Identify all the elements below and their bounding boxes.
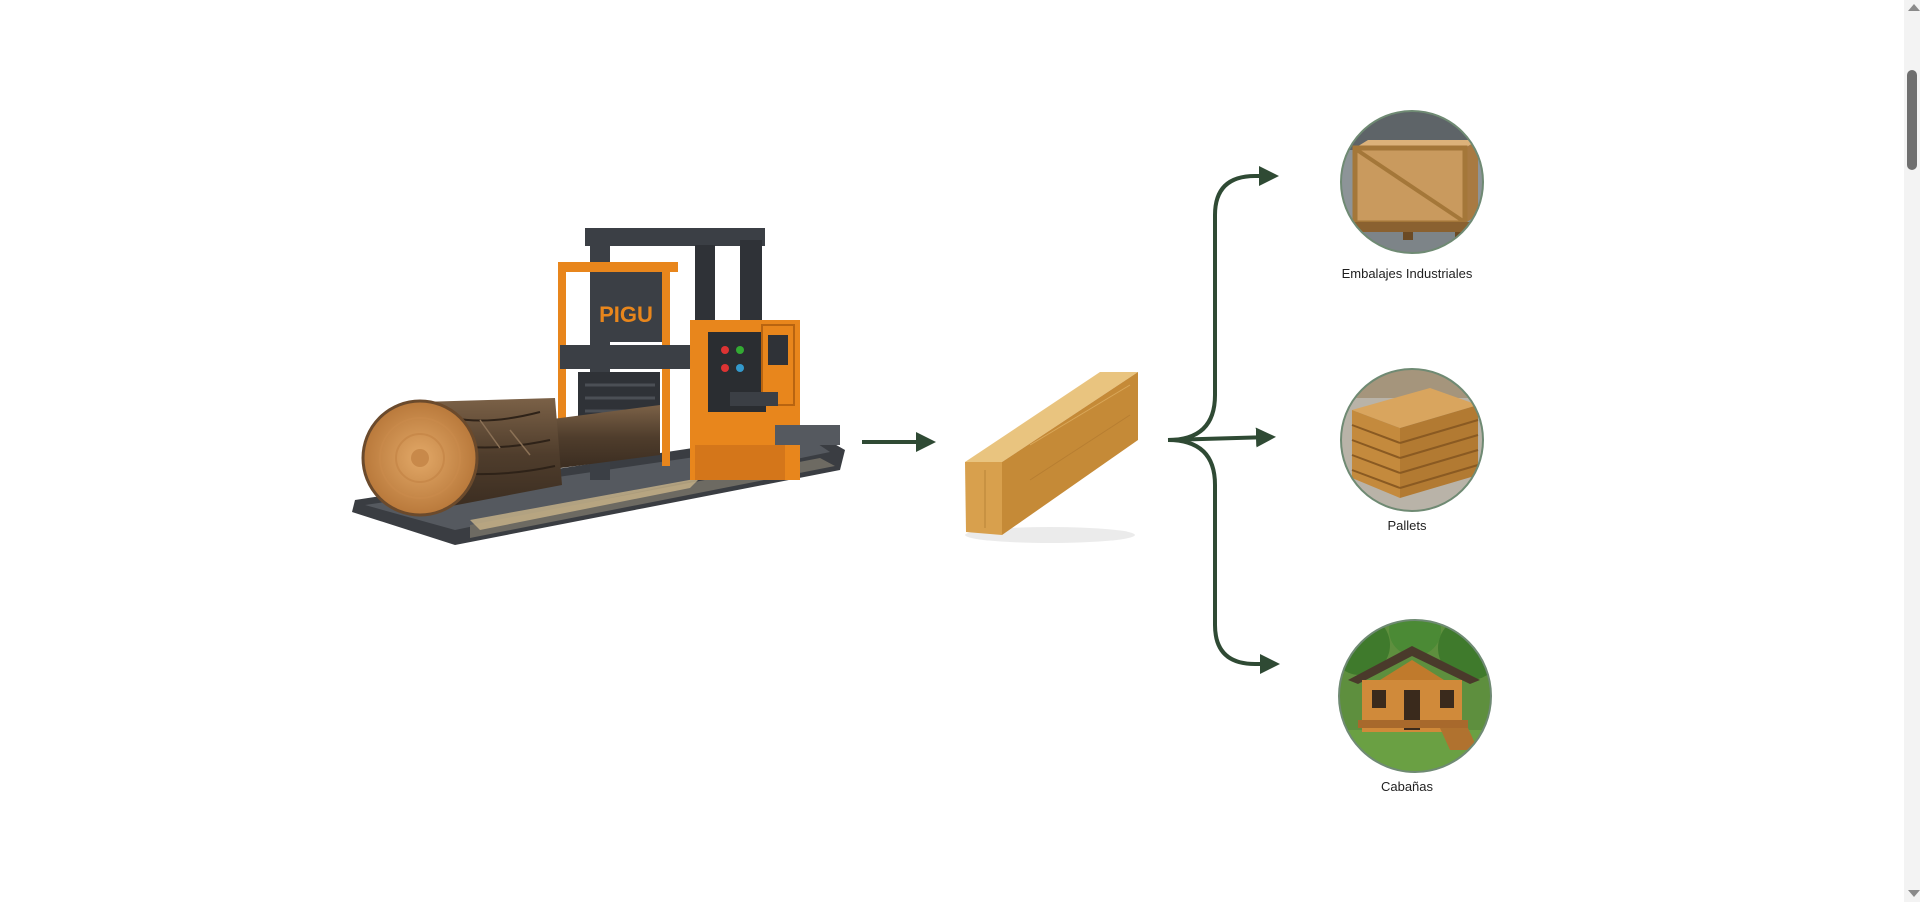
branch-arrow-embalajes (1167, 166, 1279, 442)
machine-brand-text: PIGU (599, 302, 653, 327)
vertical-scrollbar[interactable] (1904, 0, 1920, 902)
sawmill-machine-illustration: PIGU (352, 228, 845, 545)
scroll-down-arrow-icon[interactable] (1908, 890, 1920, 897)
scrollbar-thumb[interactable] (1907, 70, 1917, 170)
product-label-pallets: Pallets (1387, 518, 1427, 533)
product-label-embalajes: Embalajes Industriales (1341, 266, 1473, 281)
branch-arrow-cabanas (1167, 438, 1280, 674)
timber-beam-illustration (965, 372, 1138, 543)
branch-arrow-pallets (1167, 427, 1276, 448)
product-image-crate (1340, 110, 1484, 254)
scroll-up-arrow-icon[interactable] (1908, 4, 1920, 11)
product-image-cabin (1338, 619, 1492, 773)
product-image-pallets (1340, 368, 1484, 512)
product-label-cabanas: Cabañas (1380, 779, 1434, 794)
branching-arrows (1167, 166, 1280, 674)
